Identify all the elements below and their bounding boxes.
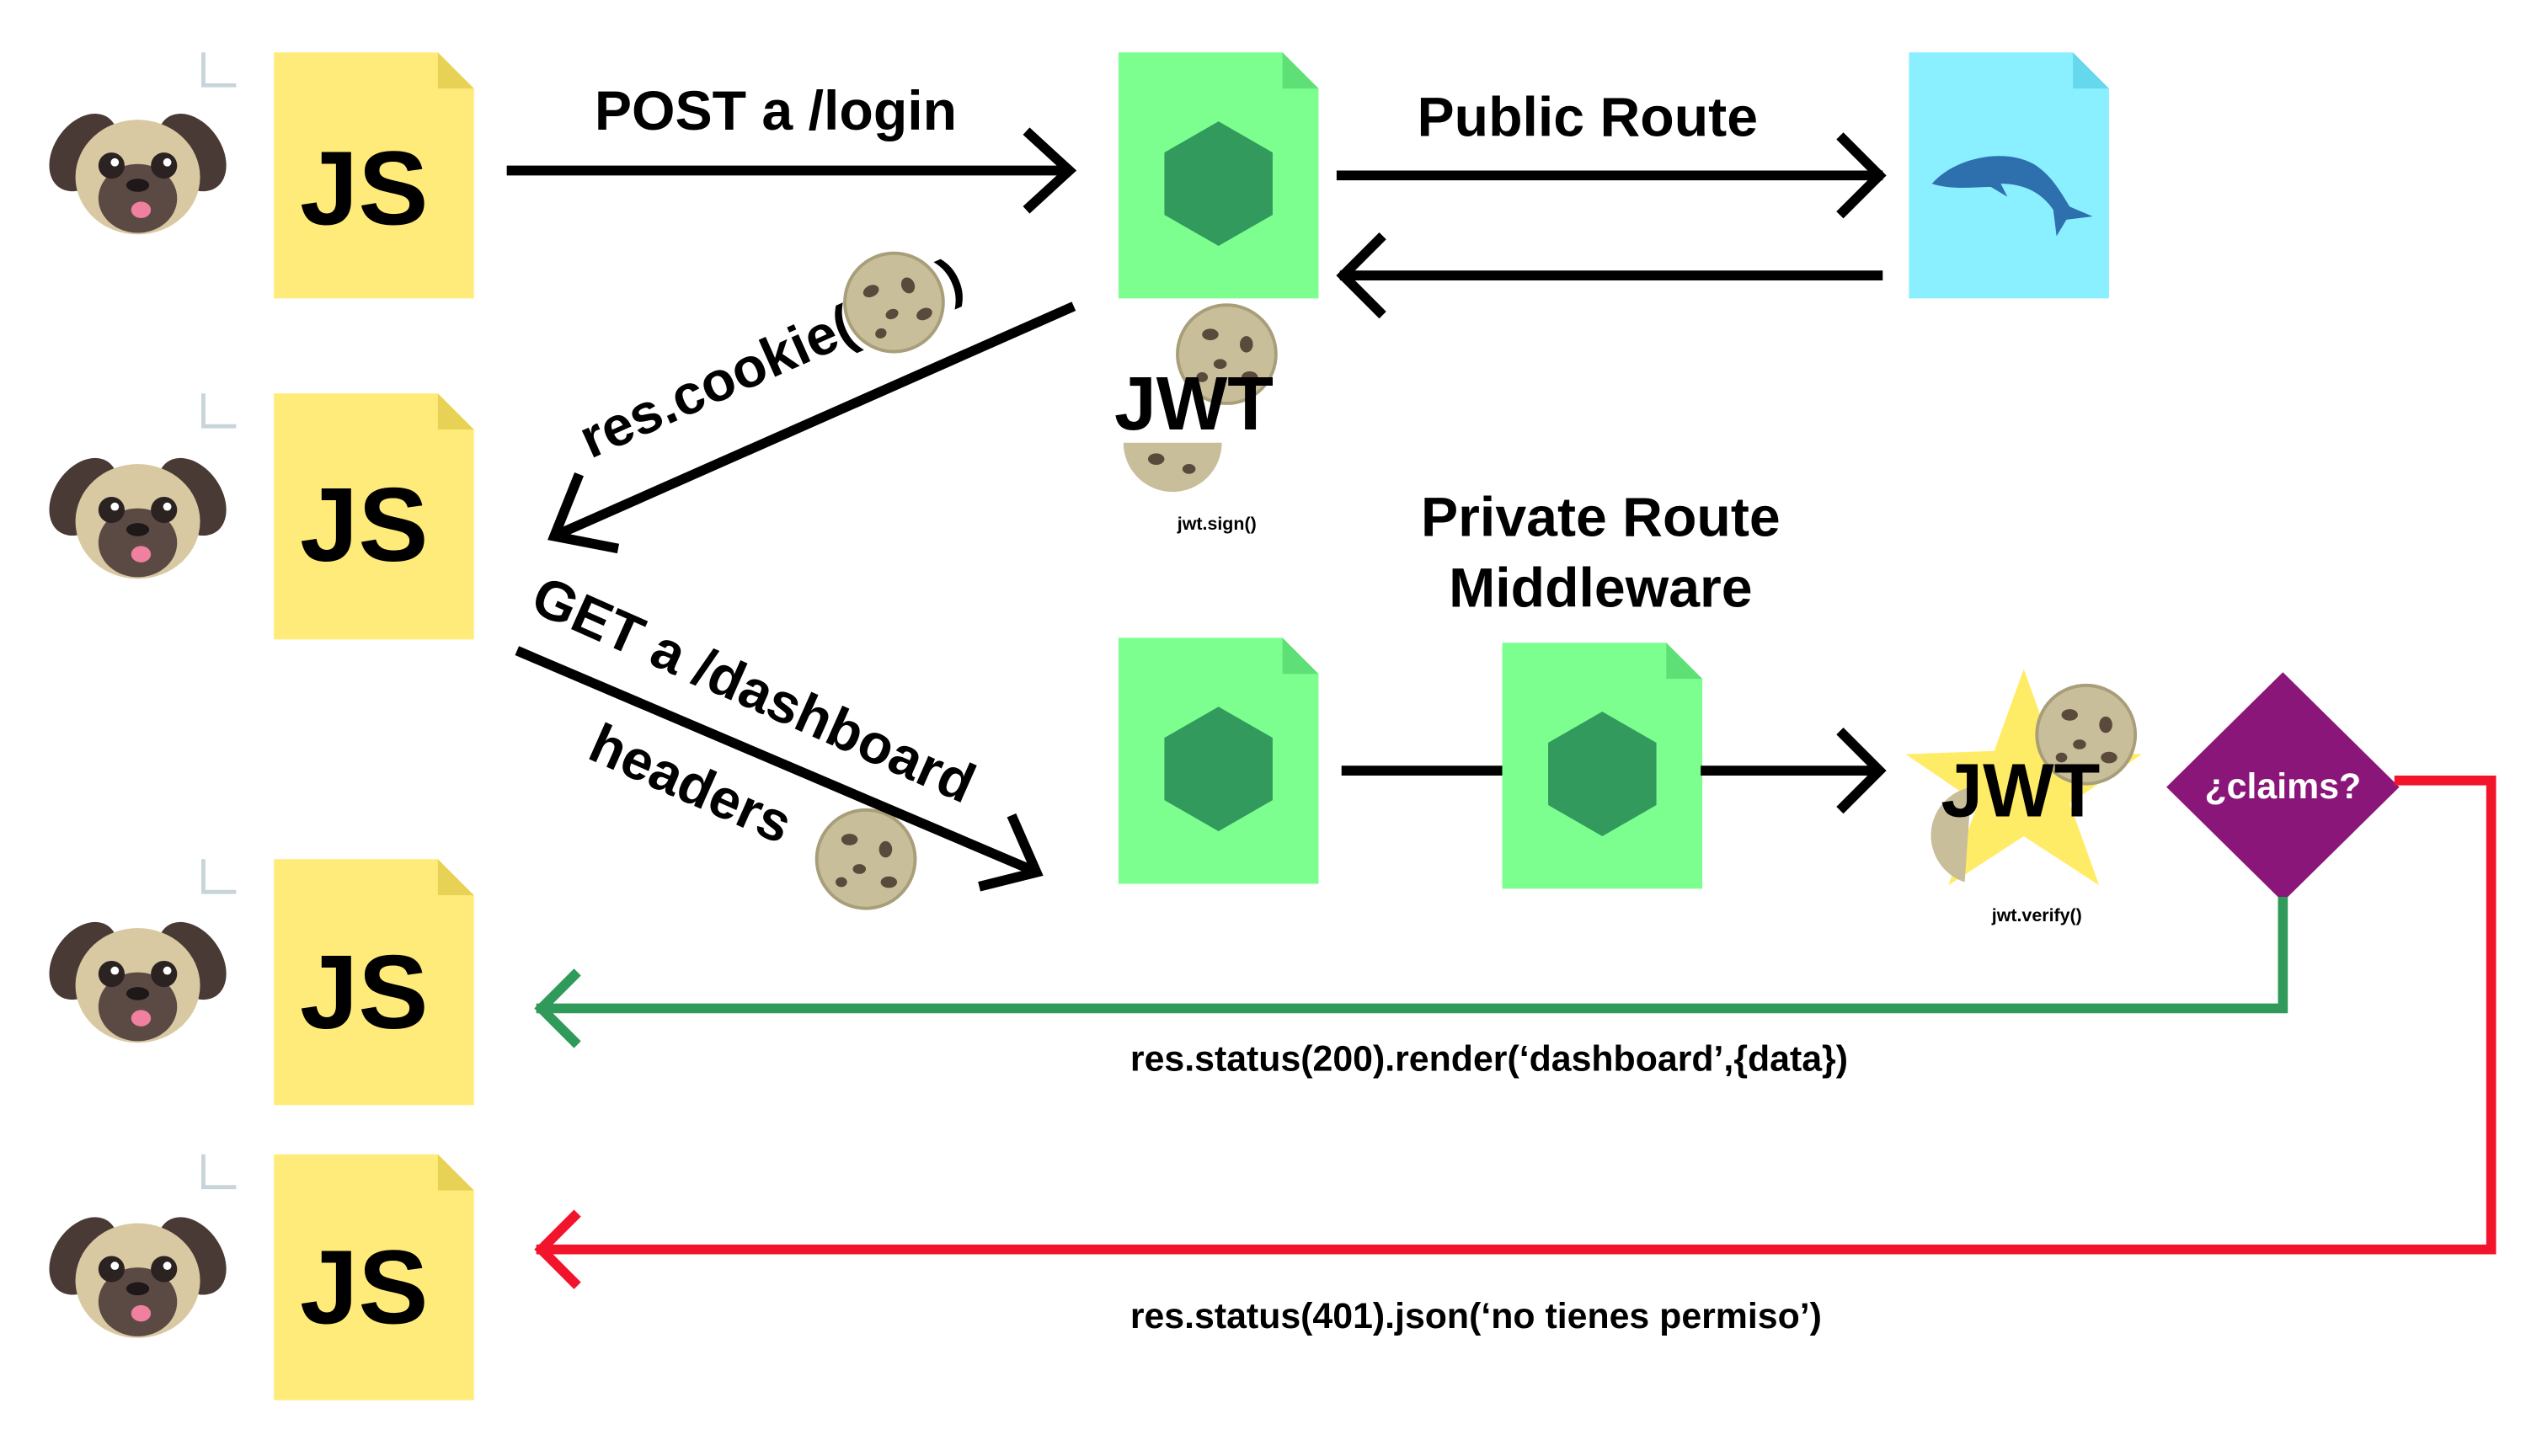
node-server-login (1118, 52, 1319, 299)
nodejs-file-icon (1118, 52, 1319, 299)
res-cookie-label: res.cookie( (570, 294, 864, 471)
cookie-half-icon (1123, 442, 1222, 493)
public-route-label: Public Route (1418, 87, 1759, 149)
jwt-sign-title: JWT (1114, 361, 1274, 445)
file-corner-icon (203, 52, 236, 85)
jwt-verify-group: JWT jwt.verify() (1905, 669, 2142, 925)
js-label: JS (300, 467, 428, 584)
mysql-dolphin-icon (1931, 156, 2093, 237)
error-response-label: res.status(401).json(‘no tienes permiso’… (1130, 1296, 1822, 1336)
jwt-sign-caption: jwt.sign() (1177, 514, 1257, 534)
res-cookie-label-group: res.cookie( ) (570, 236, 972, 471)
public-route-response-arrow (1336, 232, 1883, 319)
private-route-subtitle: Middleware (1449, 557, 1752, 619)
claims-decision: ¿claims? (2166, 672, 2400, 902)
headers-label: headers (580, 712, 801, 856)
mysql-database (1909, 52, 2109, 299)
client-2: JS (35, 393, 474, 640)
success-response-arrow (534, 897, 2288, 1048)
file-corner-icon (203, 859, 236, 892)
client-4: JS (35, 1155, 474, 1400)
nodejs-file-icon (1502, 643, 1703, 889)
headers-label-group: headers (580, 712, 801, 856)
file-corner-icon (203, 1155, 236, 1187)
success-response-label: res.status(200).render(‘dashboard’,{data… (1130, 1038, 1848, 1079)
post-login-arrow (506, 127, 1077, 214)
cookie-half-icon (1931, 787, 1972, 883)
post-login-label: POST a /login (595, 80, 957, 142)
pug-icon (35, 909, 241, 1043)
middleware-node (1502, 643, 1703, 889)
pug-icon (35, 445, 241, 579)
file-corner-icon (203, 393, 236, 426)
star-icon (1905, 669, 2142, 886)
jwt-sign-group: JWT jwt.sign() (1114, 303, 1278, 534)
error-response-arrow (534, 775, 2497, 1289)
node-server-dashboard (1118, 637, 1319, 884)
jwt-verify-title: JWT (1941, 749, 2100, 833)
pug-icon (35, 1203, 241, 1338)
client-1: JS (35, 52, 474, 299)
claims-label: ¿claims? (2205, 766, 2362, 807)
public-route-request-arrow (1336, 132, 1887, 219)
res-cookie-arrow (547, 301, 1076, 554)
cookie-icon (814, 808, 917, 910)
middleware-to-verify-arrow (1701, 728, 1887, 814)
private-route-title: Private Route (1421, 487, 1781, 549)
js-label: JS (300, 1229, 428, 1346)
js-label: JS (300, 131, 428, 248)
client-3: JS (35, 859, 474, 1106)
js-label: JS (300, 934, 428, 1051)
jwt-verify-caption: jwt.verify() (1991, 905, 2082, 925)
nodejs-file-icon (1118, 637, 1319, 884)
pug-icon (35, 100, 241, 235)
get-dashboard-arrow (515, 646, 1044, 892)
